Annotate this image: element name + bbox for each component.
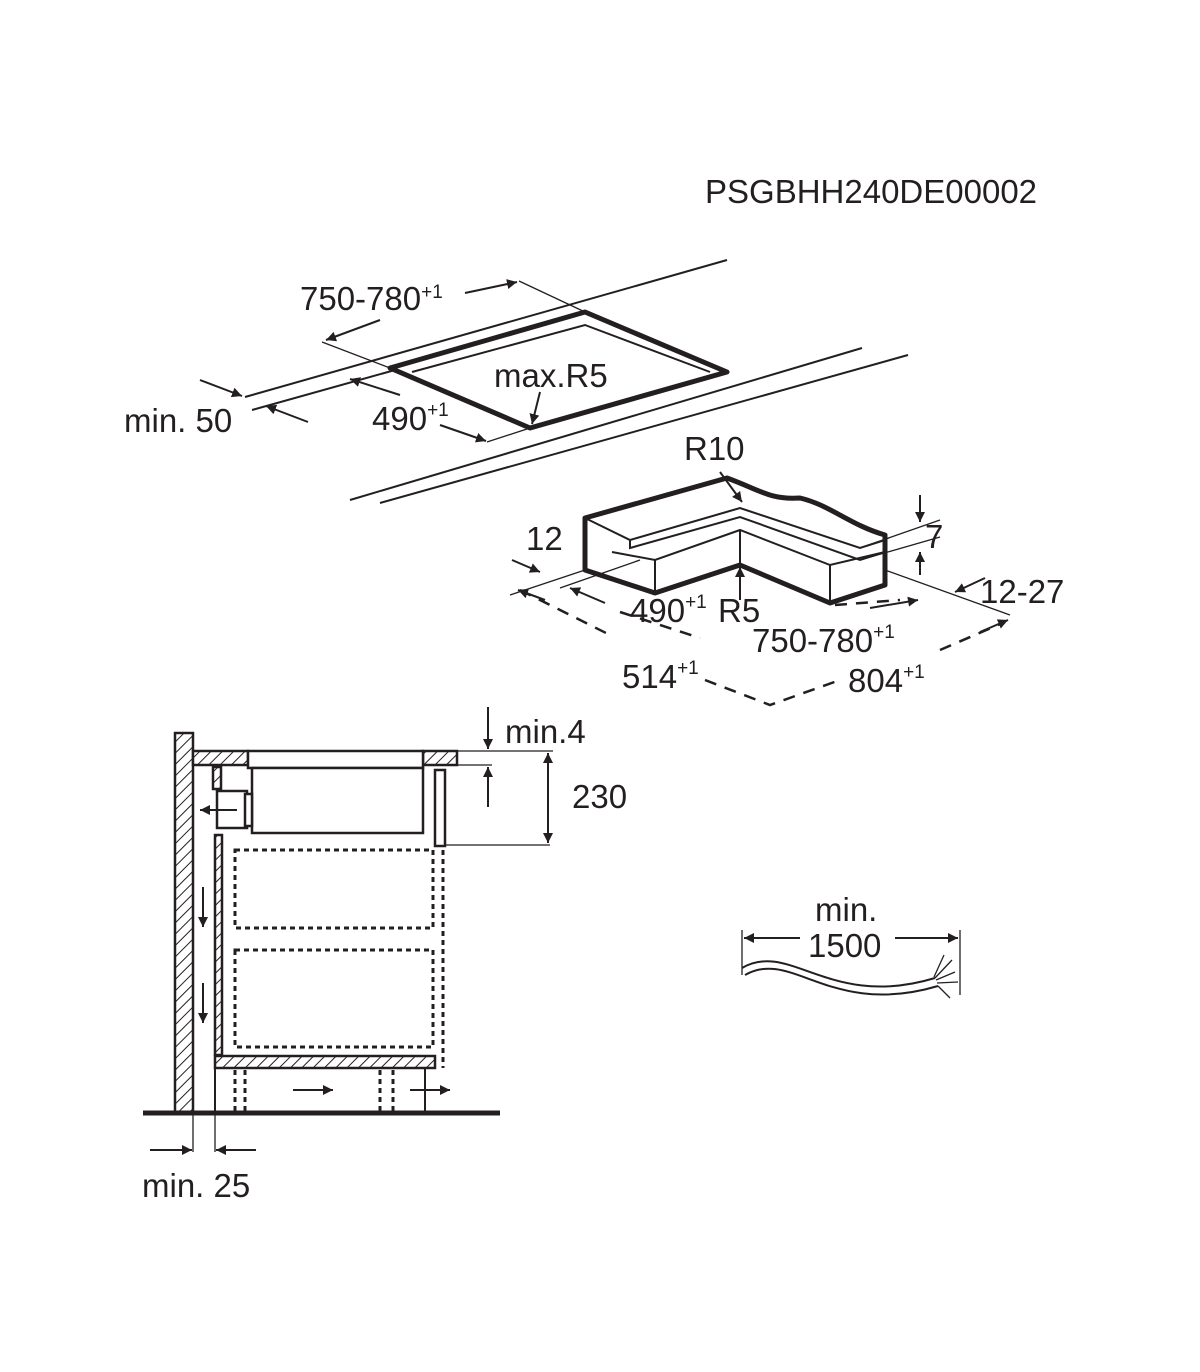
step-outline: [582, 475, 888, 606]
cutout-step-view: R10 12 7 12-27 490+1 R5 750-780+1 514+1 …: [509, 430, 1064, 707]
cutout-top-view: 750-780+1 490+1 min. 50 max.R5: [124, 259, 909, 504]
r10-label: R10: [684, 430, 745, 467]
cable-min-label: min.: [815, 891, 877, 928]
step-height-label: 7: [925, 518, 943, 555]
worktop-right: [421, 749, 459, 767]
drawer-2: [233, 948, 435, 1049]
section-view: min.4 230 min. 25: [142, 707, 627, 1204]
cable-icon: [741, 960, 936, 988]
front-panel: [433, 768, 447, 848]
drawing-code: PSGBHH240DE00002: [705, 173, 1037, 210]
inner-depth-label: 490+1: [630, 592, 707, 629]
cabinet-side: [213, 833, 224, 1057]
hob-glass: [246, 749, 425, 770]
r5-label: R5: [718, 592, 760, 629]
min-wall-gap-label: min. 25: [142, 1167, 250, 1204]
cable-length-label: 1500: [808, 927, 881, 964]
drawer-1: [233, 848, 435, 930]
corner-radius-label: max.R5: [494, 357, 608, 394]
worktop-thickness-label: 12-27: [980, 573, 1064, 610]
worktop-left: [191, 749, 250, 767]
min-edge-label: min. 50: [124, 402, 232, 439]
min-gap-label: min.4: [505, 713, 586, 750]
worktop-back-edge: [244, 259, 728, 398]
width-label: 750-780+1: [300, 280, 443, 317]
outer-depth-label: 514+1: [622, 658, 699, 695]
hob-body: [250, 766, 425, 835]
cabinet-bottom: [213, 1054, 437, 1070]
step-width-label: 12: [526, 520, 563, 557]
cutout-outline: [387, 309, 730, 431]
depth-label: 490+1: [372, 400, 449, 437]
inner-width-label: 750-780+1: [752, 622, 895, 659]
height-label: 230: [572, 778, 627, 815]
cable-length-view: min. 1500: [741, 891, 961, 999]
wall: [173, 731, 195, 1114]
outer-width-label: 804+1: [848, 662, 925, 699]
worktop-front-edge: [349, 347, 863, 501]
